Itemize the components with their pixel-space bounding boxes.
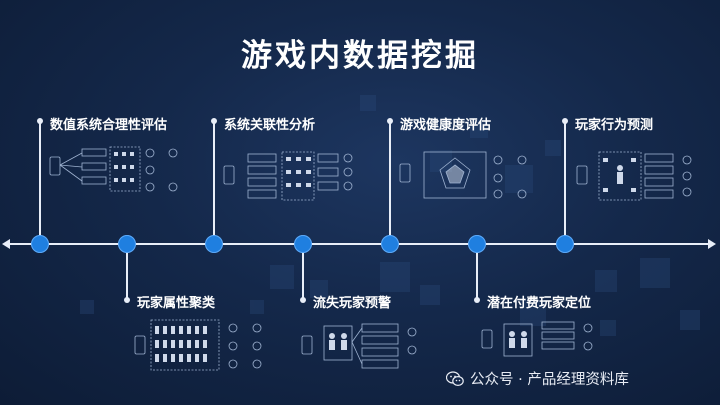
milestone-label-numeric-eval: 数值系统合理性评估	[50, 118, 168, 133]
stem-bottom-1	[126, 250, 128, 300]
timeline-node-3	[205, 235, 223, 253]
stem-bottom-3	[476, 250, 478, 300]
milestone-label-behavior-predict: 玩家行为预测	[575, 118, 654, 133]
timeline-arrow-left-icon	[2, 239, 10, 249]
watermark-text: 公众号 · 产品经理资料库	[470, 372, 629, 388]
timeline-node-6	[468, 235, 486, 253]
timeline-arrow-right-icon	[708, 239, 716, 249]
stem-top-4	[564, 122, 566, 238]
stem-bottom-cap-2	[300, 297, 306, 303]
stem-bottom-cap-3	[474, 297, 480, 303]
thumbnail-diagram-payer-targeting	[481, 321, 593, 357]
timeline-node-5	[381, 235, 399, 253]
wechat-icon	[446, 370, 464, 386]
milestone-label-player-clustering: 玩家属性聚类	[137, 296, 216, 311]
thumbnail-diagram-behavior-predict	[576, 151, 692, 201]
timeline-node-2	[118, 235, 136, 253]
thumbnail-diagram-system-correlation	[223, 151, 353, 201]
stem-top-1	[39, 122, 41, 238]
milestone-label-system-correlation: 系统关联性分析	[224, 118, 316, 133]
timeline-node-7	[556, 235, 574, 253]
timeline-axis	[8, 243, 710, 245]
milestone-label-churn-warning: 流失玩家预警	[313, 296, 392, 311]
stem-top-3	[389, 122, 391, 238]
stem-bottom-2	[302, 250, 304, 300]
timeline-node-4	[294, 235, 312, 253]
stem-top-cap-1	[37, 118, 43, 124]
timeline-node-1	[31, 235, 49, 253]
milestone-label-payer-targeting: 潜在付费玩家定位	[487, 296, 592, 311]
thumbnail-diagram-churn-warning	[301, 323, 417, 369]
stem-top-cap-3	[387, 118, 393, 124]
stem-top-2	[213, 122, 215, 238]
watermark: 公众号 · 产品经理资料库	[446, 368, 629, 389]
stem-top-cap-2	[211, 118, 217, 124]
page-title: 游戏内数据挖掘	[241, 38, 479, 74]
stem-top-cap-4	[562, 118, 568, 124]
thumbnail-diagram-player-clustering	[134, 319, 262, 371]
milestone-label-health-eval: 游戏健康度评估	[400, 118, 492, 133]
thumbnail-diagram-numeric-eval	[49, 146, 178, 192]
stem-bottom-cap-1	[124, 297, 130, 303]
thumbnail-diagram-health-eval	[399, 151, 527, 199]
